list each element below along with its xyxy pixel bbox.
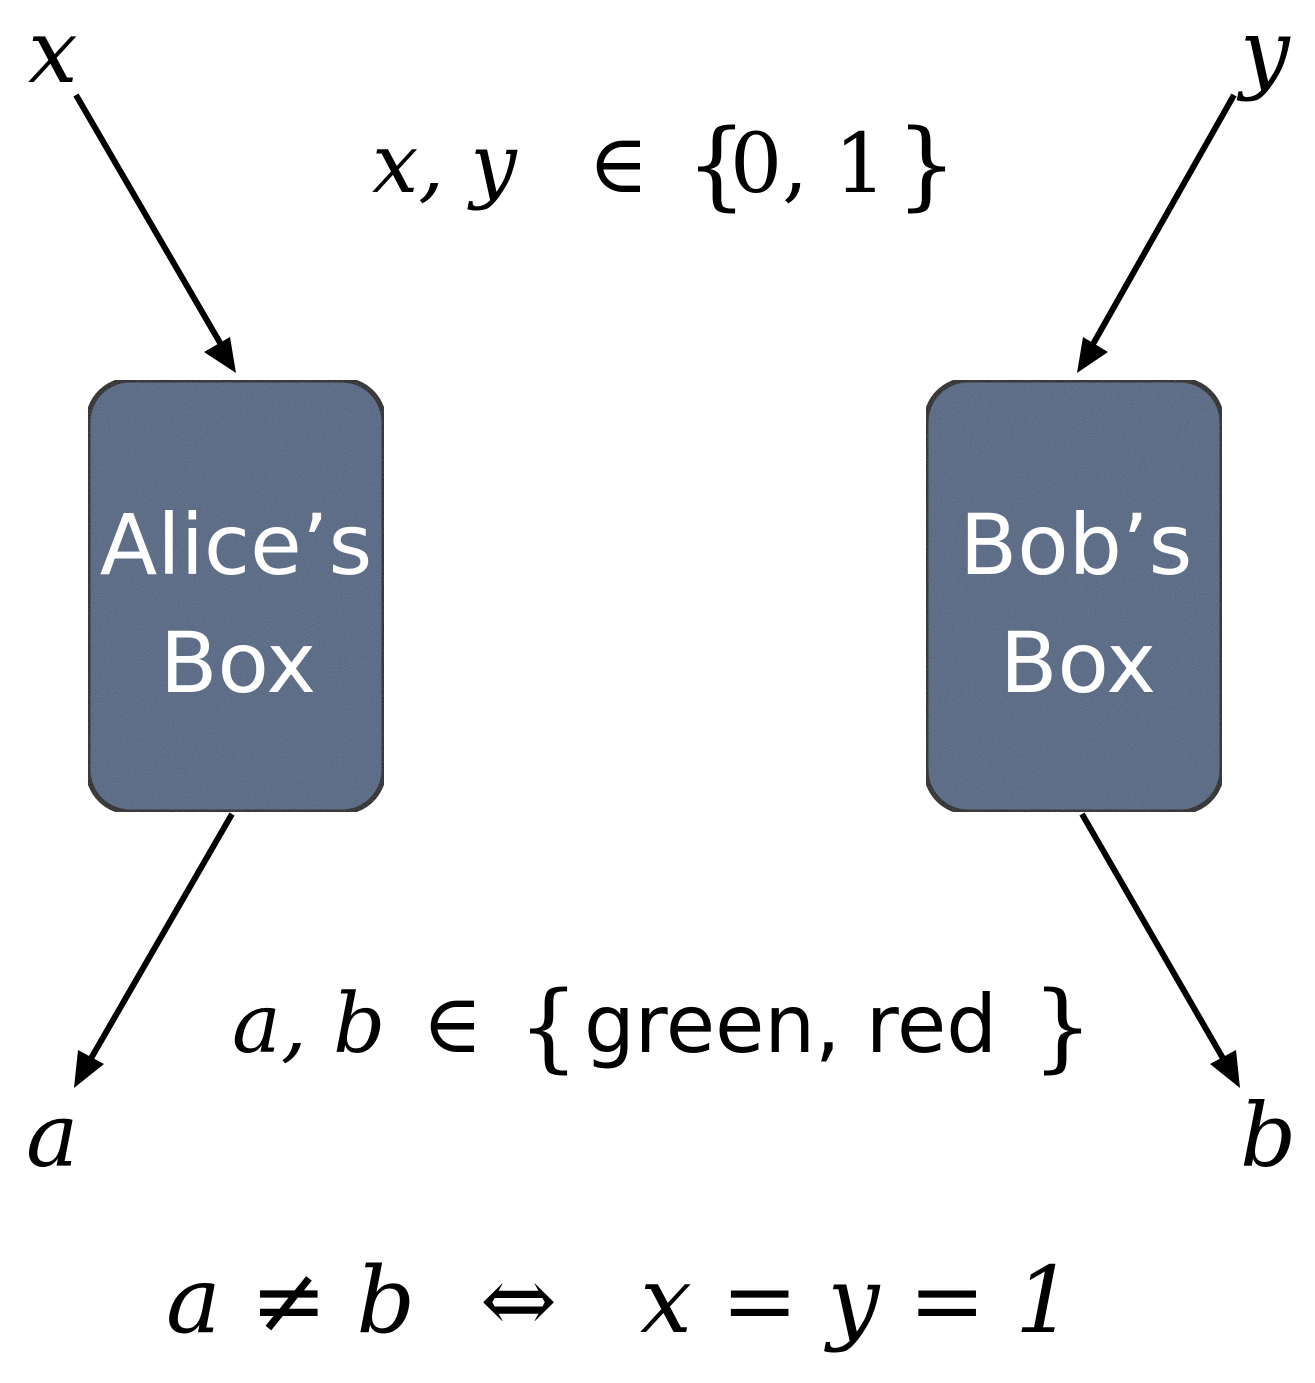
input-arrows: [73, 93, 1237, 373]
output-a-label: a: [26, 1084, 78, 1187]
condition-lhs: a ≠ b: [166, 1247, 415, 1354]
alice-box: Alice’s Box: [85, 377, 387, 815]
arrowhead-alice-to-a: [74, 1050, 104, 1088]
input-domain-values: 0, 1: [730, 117, 886, 212]
input-x-label: x: [28, 0, 78, 103]
output-domain-vars: a, b: [232, 977, 386, 1072]
input-domain-close-brace: }: [896, 109, 957, 221]
input-y-label: y: [1236, 0, 1291, 103]
output-domain-open-brace: {: [518, 971, 579, 1083]
condition-iff: ⇔: [480, 1247, 557, 1354]
output-domain-relation: ∈: [422, 977, 483, 1072]
alice-box-label-line1: Alice’s: [100, 496, 372, 594]
input-domain-vars: x, y: [372, 117, 518, 212]
bob-box: Bob’s Box: [923, 377, 1225, 815]
input-domain-relation: ∈: [588, 117, 649, 212]
input-domain-open-brace: {: [686, 109, 747, 221]
arrowhead-bob-to-b: [1210, 1050, 1240, 1088]
bob-box-shape: [923, 377, 1225, 815]
input-domain: x, y ∈ { 0, 1 }: [372, 109, 957, 221]
output-domain-close-brace: }: [1032, 971, 1093, 1083]
bob-box-label-line1: Bob’s: [960, 496, 1193, 594]
condition-rhs: x = y = 1: [640, 1247, 1074, 1354]
winning-condition: a ≠ b ⇔ x = y = 1: [166, 1247, 1074, 1354]
output-arrows: [74, 812, 1240, 1088]
alice-box-shape: [85, 377, 387, 815]
arrow-bob-to-b: [1079, 812, 1235, 1076]
bob-box-label-line2: Box: [1000, 614, 1156, 712]
output-b-label: b: [1240, 1084, 1296, 1187]
arrowhead-y-to-bob: [1077, 337, 1108, 373]
output-domain-values: green, red: [584, 978, 997, 1071]
alice-box-label-line2: Box: [160, 614, 316, 712]
arrow-x-to-alice: [73, 93, 233, 362]
output-domain: a, b ∈ { green, red }: [232, 971, 1093, 1083]
arrowhead-x-to-alice: [204, 337, 236, 373]
arrow-alice-to-a: [79, 812, 235, 1076]
arrow-y-to-bob: [1081, 93, 1237, 362]
